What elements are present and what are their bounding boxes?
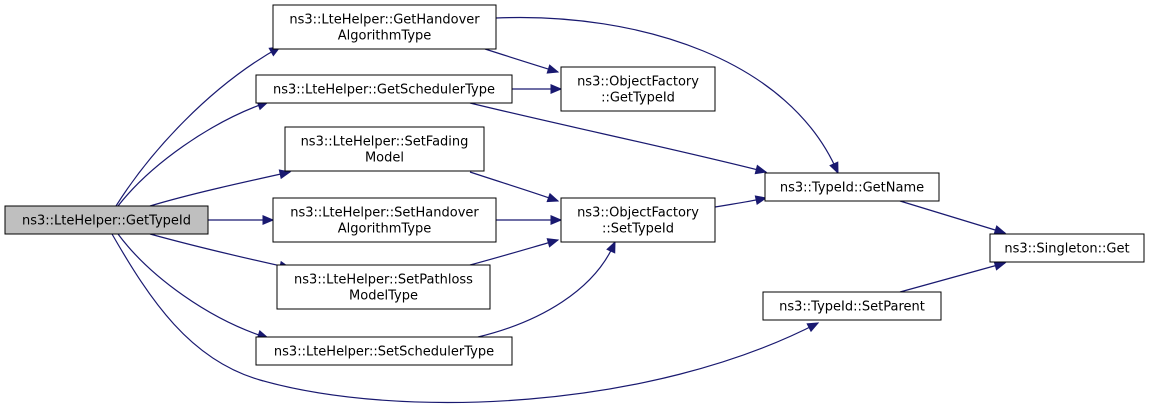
edge-line — [484, 48, 559, 73]
edge-type-id-set-parent-to-singleton-get — [899, 261, 1007, 293]
node-box[interactable] — [272, 197, 497, 243]
node-box[interactable] — [276, 264, 491, 310]
edge-line — [117, 101, 269, 207]
edge-get-type-id-to-get-scheduler-type — [117, 100, 270, 207]
edge-get-type-id-to-set-scheduler-type — [117, 233, 270, 340]
edge-line — [495, 16, 839, 174]
node-label: ::GetTypeId — [601, 91, 675, 106]
edge-get-scheduler-type-to-type-id-get-name — [469, 102, 768, 175]
arrowhead-icon — [806, 322, 820, 333]
edge-line — [117, 233, 269, 339]
edge-line — [469, 102, 767, 173]
arrowhead-icon — [546, 238, 560, 248]
node-type-id-set-parent[interactable]: ns3::TypeId::SetParent — [762, 291, 942, 321]
edge-line — [469, 239, 559, 266]
edge-get-type-id-to-type-id-set-parent — [111, 233, 820, 404]
edge-set-fading-model-to-object-factory-set-type-id — [469, 171, 560, 203]
node-label: ns3::LteHelper::SetHandover — [290, 206, 479, 221]
edge-set-pathloss-model-type-to-object-factory-set-type-id — [469, 238, 560, 266]
node-set-scheduler-type[interactable]: ns3::LteHelper::SetSchedulerType — [255, 336, 513, 366]
arrowhead-icon — [829, 161, 839, 175]
node-get-scheduler-type[interactable]: ns3::LteHelper::GetSchedulerType — [255, 74, 513, 104]
node-box[interactable] — [762, 291, 942, 321]
edge-object-factory-set-type-id-to-type-id-get-name — [714, 195, 768, 208]
edge-line — [149, 171, 291, 207]
edge-line — [469, 171, 559, 202]
arrowhead-icon — [754, 195, 768, 206]
node-label: ns3::TypeId::GetName — [780, 181, 924, 196]
node-label: ns3::LteHelper::SetPathloss — [294, 273, 473, 288]
node-label: AlgorithmType — [338, 29, 432, 44]
edge-set-handover-algorithm-type-to-object-factory-set-type-id — [496, 215, 563, 225]
node-object-factory-get-type-id[interactable]: ns3::ObjectFactory::GetTypeId — [560, 66, 716, 112]
node-box[interactable] — [255, 74, 513, 104]
edge-line — [899, 200, 1006, 234]
node-label: ::SetTypeId — [602, 222, 674, 237]
node-label: ns3::Singleton::Get — [1004, 242, 1129, 257]
node-type-id-get-name[interactable]: ns3::TypeId::GetName — [764, 172, 940, 202]
node-label: ns3::LteHelper::GetTypeId — [22, 214, 191, 229]
edge-line — [477, 241, 616, 338]
edge-line — [149, 233, 291, 269]
node-label: ns3::ObjectFactory — [577, 75, 699, 90]
node-label: ns3::ObjectFactory — [577, 206, 699, 221]
edge-get-type-id-to-set-fading-model — [149, 169, 292, 207]
node-box[interactable] — [560, 66, 716, 112]
node-label: ns3::TypeId::SetParent — [779, 300, 925, 315]
node-box[interactable] — [284, 126, 485, 172]
edge-set-scheduler-type-to-object-factory-set-type-id — [477, 240, 616, 338]
edge-get-scheduler-type-to-object-factory-get-type-id — [512, 84, 563, 94]
arrowhead-icon — [993, 225, 1007, 235]
nodes-layer: ns3::LteHelper::GetTypeIdns3::LteHelper:… — [4, 4, 1145, 366]
edge-line — [111, 233, 819, 404]
arrowhead-icon — [606, 240, 616, 254]
node-label: Model — [365, 151, 404, 166]
edge-type-id-get-name-to-singleton-get — [899, 200, 1007, 235]
node-box[interactable] — [272, 4, 497, 50]
edge-line — [899, 262, 1006, 293]
arrowhead-icon — [546, 192, 560, 203]
node-box[interactable] — [764, 172, 940, 202]
arrowhead-icon — [546, 64, 560, 74]
edge-get-type-id-to-set-handover-algorithm-type — [208, 215, 275, 225]
arrowhead-icon — [262, 215, 275, 225]
node-label: ns3::LteHelper::SetSchedulerType — [274, 345, 494, 360]
node-label: ns3::LteHelper::GetSchedulerType — [273, 83, 495, 98]
node-label: ns3::LteHelper::SetFading — [301, 135, 469, 150]
edges-layer — [111, 16, 1007, 404]
node-label: ns3::LteHelper::GetHandover — [289, 13, 480, 28]
node-get-type-id[interactable]: ns3::LteHelper::GetTypeId — [4, 205, 209, 235]
node-box[interactable] — [255, 336, 513, 366]
edge-get-type-id-to-set-pathloss-model-type — [149, 233, 292, 271]
edge-get-handover-algorithm-type-to-type-id-get-name — [495, 16, 839, 175]
node-object-factory-set-type-id[interactable]: ns3::ObjectFactory::SetTypeId — [560, 197, 716, 243]
arrowhead-icon — [754, 164, 768, 175]
edge-line — [115, 46, 281, 207]
edge-get-type-id-to-get-handover-algorithm-type — [115, 46, 282, 207]
node-label: AlgorithmType — [338, 222, 432, 237]
edge-get-handover-algorithm-type-to-object-factory-get-type-id — [484, 48, 560, 74]
arrowhead-icon — [993, 261, 1007, 271]
node-box[interactable] — [4, 205, 209, 235]
arrowhead-icon — [550, 84, 563, 94]
node-box[interactable] — [989, 233, 1145, 263]
node-box[interactable] — [560, 197, 716, 243]
arrowhead-icon — [550, 215, 563, 225]
node-label: ModelType — [349, 289, 418, 304]
node-singleton-get[interactable]: ns3::Singleton::Get — [989, 233, 1145, 263]
